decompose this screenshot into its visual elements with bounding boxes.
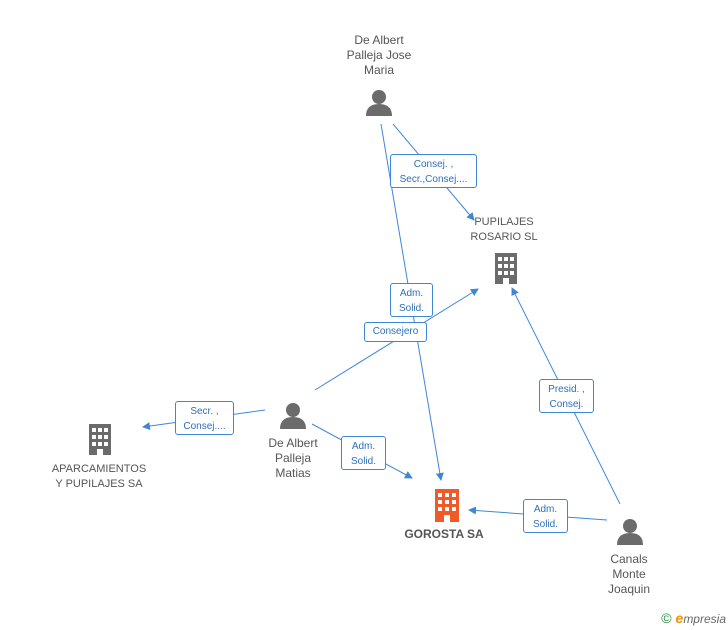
edge-label-secr-consej[interactable]: Secr. , Consej.... — [175, 401, 234, 435]
building-icon[interactable] — [495, 253, 517, 284]
person-icon[interactable] — [366, 90, 392, 116]
node-label-canals[interactable]: Canals Monte Joaquin — [607, 552, 651, 596]
copyright-symbol: © — [661, 610, 672, 626]
node-label-gorosta[interactable]: GOROSTA SA — [404, 527, 484, 541]
focus-building-icon[interactable] — [435, 489, 459, 522]
node-label-albert-matias[interactable]: De Albert Palleja Matias — [268, 436, 318, 480]
person-icon[interactable] — [617, 519, 643, 545]
brand-footer: ©empresia — [661, 610, 726, 626]
brand-name: mpresia — [683, 612, 726, 626]
edge-label-adm-solid-matias[interactable]: Adm. Solid. — [341, 436, 386, 470]
edge-label-presid-consej[interactable]: Presid. , Consej. — [539, 379, 594, 413]
edge-label-consej-secr[interactable]: Consej. , Secr.,Consej.... — [390, 154, 477, 188]
person-icon[interactable] — [280, 403, 306, 429]
node-label-aparcamientos[interactable]: APARCAMIENTOS Y PUPILAJES SA — [51, 463, 147, 490]
edge-label-adm-solid-jose[interactable]: Adm. Solid. — [390, 283, 433, 317]
brand-logo-e: e — [675, 610, 684, 626]
node-label-albert-jose[interactable]: De Albert Palleja Jose Maria — [346, 33, 412, 77]
node-label-pupilajes[interactable]: PUPILAJES ROSARIO SL — [470, 216, 538, 243]
edge-label-consejero[interactable]: Consejero — [364, 322, 427, 342]
edge-label-adm-solid-canals[interactable]: Adm. Solid. — [523, 499, 568, 533]
building-icon[interactable] — [89, 424, 111, 455]
